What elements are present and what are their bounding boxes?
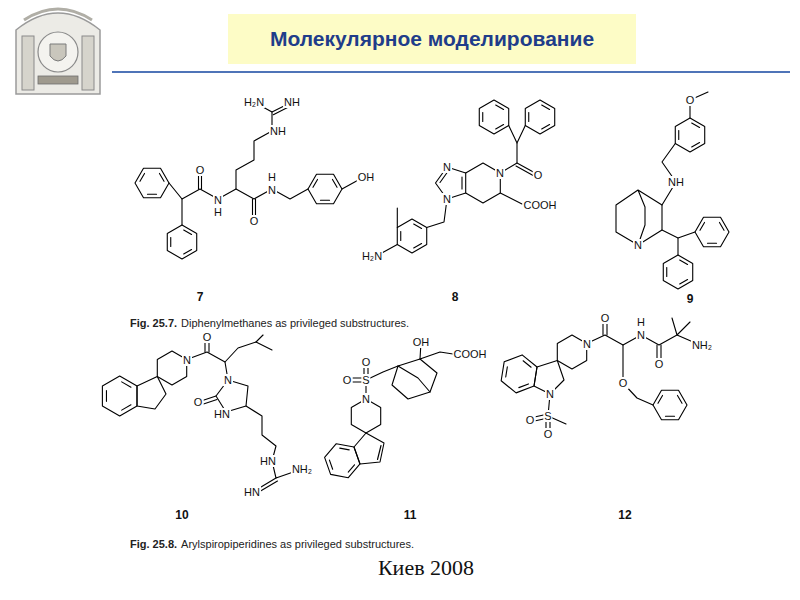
atom-label: NH: [269, 125, 287, 137]
compound-number: 10: [175, 508, 188, 522]
atom-label: N: [633, 239, 643, 251]
atom-label: NH: [667, 176, 685, 188]
atom-label: S: [361, 374, 370, 386]
atom-label: O: [533, 169, 544, 181]
compound-11: [322, 342, 453, 483]
atom-label: H₂N: [243, 96, 265, 108]
atom-label: O: [543, 428, 554, 440]
atom-label: COOH: [523, 199, 558, 211]
compound-10: [102, 335, 302, 493]
atom-label: O: [654, 358, 665, 370]
atom-label: H: [636, 316, 646, 328]
atom-label: H: [213, 206, 223, 218]
atom-label: S: [543, 410, 552, 422]
compound-12: [500, 318, 700, 434]
title-box: Молекулярное моделирование: [228, 14, 636, 64]
atom-label: O: [525, 414, 536, 426]
compound-8: [380, 100, 555, 254]
atom-label: O: [342, 374, 353, 386]
compound-number: 11: [404, 508, 417, 522]
compound-7: [131, 102, 362, 259]
slide-title: Молекулярное моделирование: [270, 27, 594, 51]
atom-label: O: [685, 94, 696, 106]
atom-label: N: [361, 393, 371, 405]
atom-label: NH₂: [691, 339, 713, 351]
atom-label: HN: [259, 455, 277, 467]
atom-label: N: [582, 338, 592, 350]
atom-label: H₂N: [361, 250, 383, 262]
atom-label: NH: [283, 96, 301, 108]
compound-number: 9: [687, 292, 694, 306]
footer-text: Киев 2008: [378, 555, 474, 581]
atom-label: O: [361, 356, 372, 368]
atom-label: O: [193, 396, 204, 408]
atom-label: O: [202, 331, 213, 343]
figure-caption: Fig. 25.8.: [130, 537, 177, 551]
atom-label: O: [618, 377, 629, 389]
atom-label: NH₂: [291, 463, 313, 475]
atom-label: N: [495, 167, 505, 179]
compound-number: 8: [452, 290, 459, 304]
compound-number: 7: [197, 290, 204, 304]
atom-label: O: [195, 164, 206, 176]
atom-label: COOH: [453, 348, 488, 360]
figure-caption: Fig. 25.7.: [130, 316, 177, 330]
figure-caption: Arylspiropiperidines as privileged subst…: [181, 537, 414, 551]
atom-label: N: [636, 329, 646, 341]
atom-label: OH: [412, 336, 431, 348]
atom-label: H: [267, 171, 277, 183]
atom-label: N: [442, 161, 452, 173]
atom-label: N: [182, 354, 192, 366]
compound-9: [616, 92, 733, 289]
university-logo: [0, 0, 110, 100]
atom-label: N: [213, 194, 223, 206]
atom-label: N: [223, 374, 233, 386]
atom-label: HN: [213, 408, 231, 420]
atom-label: OH: [357, 171, 376, 183]
title-rule: [112, 71, 790, 73]
atom-label: N: [545, 388, 555, 400]
atom-label: O: [600, 312, 611, 324]
atom-label: HN: [243, 486, 261, 498]
atom-label: O: [249, 215, 260, 227]
compound-number: 12: [618, 508, 631, 522]
figure-caption: Diphenylmethanes as privileged substruct…: [181, 316, 409, 330]
atom-label: N: [267, 184, 277, 196]
atom-label: N: [442, 193, 452, 205]
